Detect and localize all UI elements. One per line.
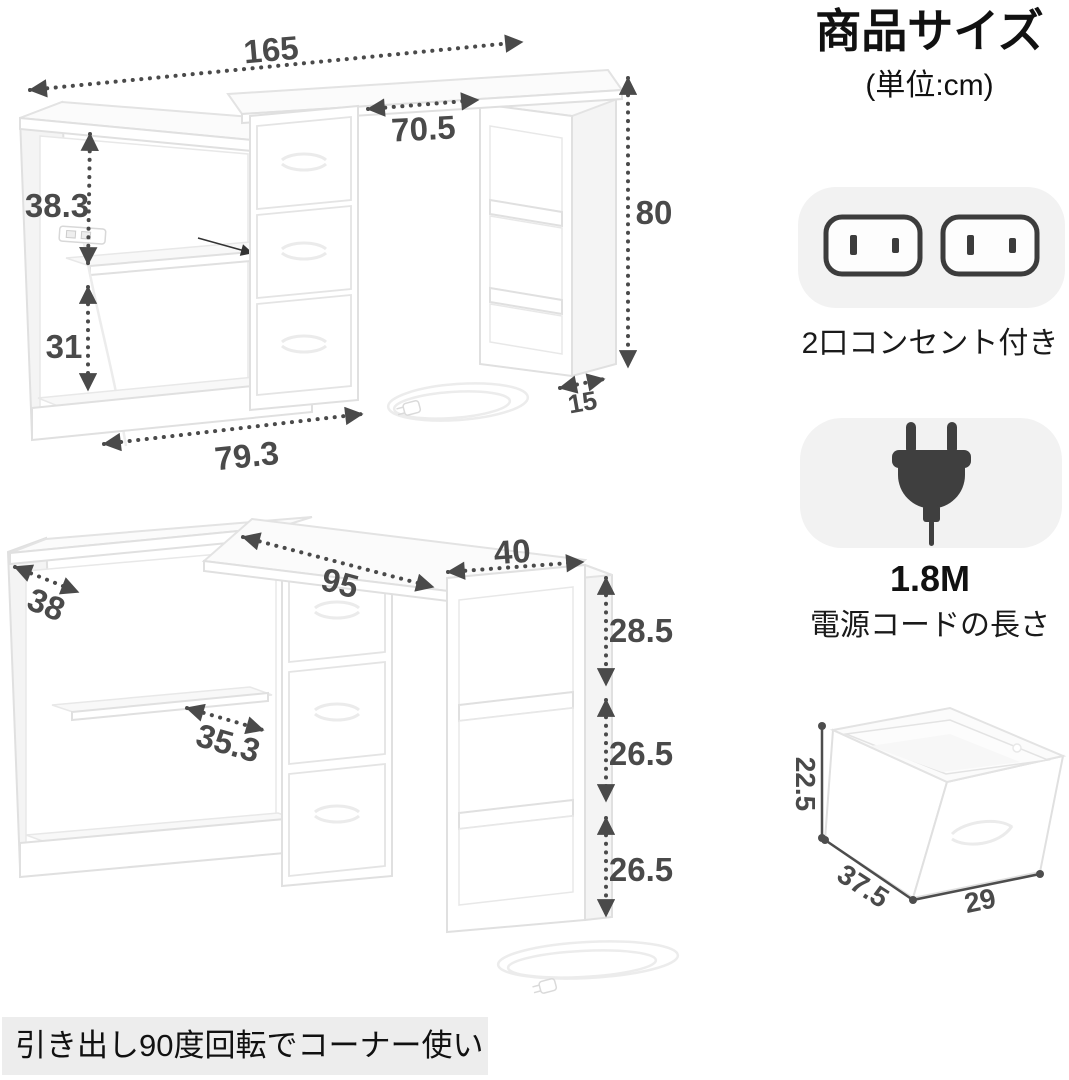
dim-lower-shelf-height: 31 xyxy=(46,328,83,365)
dim-tower-width: 40 xyxy=(493,532,532,571)
top-view-diagram: 165 70.5 38.3 31 79.3 80 15 xyxy=(18,29,672,478)
dim-tower-bottom-gap: 26.5 xyxy=(609,851,673,888)
dim-upper-shelf-height: 38.3 xyxy=(25,187,89,224)
power-plug-icon xyxy=(892,422,971,546)
drawer-stack xyxy=(256,116,352,396)
outlet-feature-label: 2口コンセント付き xyxy=(801,327,1059,360)
dim-box-width: 29 xyxy=(962,882,999,919)
dim-tower-height: 80 xyxy=(636,194,673,231)
drawer-stack xyxy=(288,559,386,877)
power-cord-art xyxy=(496,940,680,994)
dim-cabinet-width: 79.3 xyxy=(213,434,281,478)
desk-unit-front-art xyxy=(18,68,624,447)
dim-desk-clearance: 70.5 xyxy=(390,108,456,148)
two-socket-outlet-icon xyxy=(823,214,1040,277)
rotated-view-diagram: 38 95 40 35.3 28.5 26.5 26.5 xyxy=(6,516,680,994)
desk-unit-rotated-art xyxy=(6,516,680,994)
storage-box-diagram: 22.5 37.5 29 xyxy=(790,706,1067,919)
power-strip-icon xyxy=(58,225,107,245)
caption-bar: 引き出し90度回転でコーナー使い xyxy=(2,1017,488,1075)
cord-length-value: 1.8M xyxy=(889,558,971,599)
cord-length-label: 電源コードの長さ xyxy=(810,609,1050,642)
outlet-feature-card xyxy=(798,187,1065,308)
storage-box-art xyxy=(823,706,1067,900)
power-cord-art xyxy=(386,382,530,422)
dim-tower-middle-gap: 26.5 xyxy=(609,735,673,772)
dim-tower-depth: 15 xyxy=(566,385,600,420)
unit-note: (単位:cm) xyxy=(865,69,994,102)
page-title: 商品サイズ xyxy=(815,5,1044,57)
top-view-dimensions: 165 70.5 38.3 31 79.3 80 15 xyxy=(25,29,672,478)
dim-tower-top-gap: 28.5 xyxy=(609,612,673,649)
dim-box-height: 22.5 xyxy=(790,757,821,812)
slide-out-arrow xyxy=(197,237,253,256)
dim-total-width: 165 xyxy=(242,29,300,71)
